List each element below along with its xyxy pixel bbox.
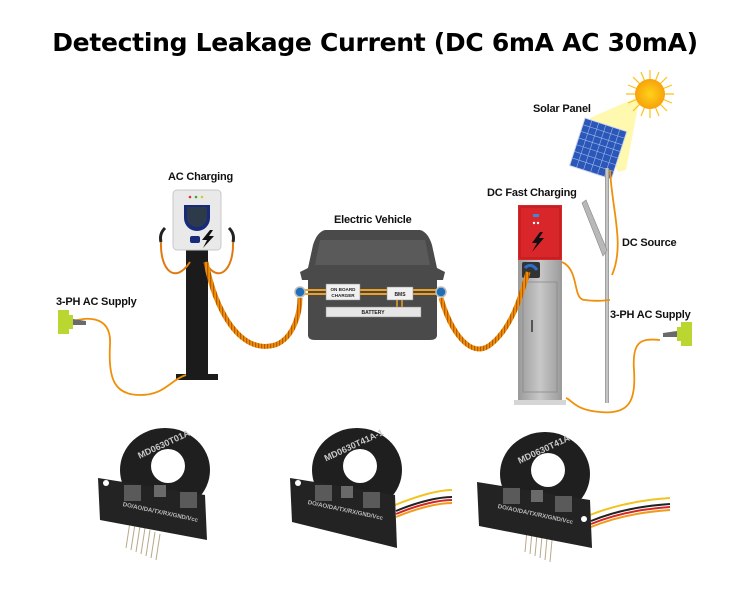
plug-icon-left bbox=[58, 310, 86, 334]
dc-source-label: DC Source bbox=[622, 237, 677, 249]
sensor-md0630t41a-1: DO/AO/DA/TX/RX/GND/Vcc MD0630T41A-1 bbox=[290, 427, 453, 548]
on-board-charger-label-1: ON BOARD bbox=[330, 287, 356, 292]
ac-supply-cables bbox=[69, 317, 661, 414]
bms-label: BMS bbox=[394, 292, 406, 298]
plug-icon-right bbox=[663, 322, 692, 346]
ac-charging-label: AC Charging bbox=[168, 171, 234, 183]
ac-supply-left-label: 3-PH AC Supply bbox=[56, 296, 137, 308]
solar-panel-label: Solar Panel bbox=[533, 103, 591, 115]
electric-vehicle-icon: ON BOARD CHARGER BMS BATTERY bbox=[294, 230, 447, 340]
sensor-md0630t01a: DO/AO/DA/TX/RX/GND/Vcc MD0630T01A bbox=[98, 428, 210, 561]
street-light-pole bbox=[581, 168, 619, 403]
on-board-charger-label-2: CHARGER bbox=[331, 293, 355, 298]
battery-label: BATTERY bbox=[361, 310, 385, 316]
electric-vehicle-label: Electric Vehicle bbox=[334, 214, 412, 226]
dc-fast-charger-icon bbox=[514, 205, 566, 405]
charging-cables bbox=[159, 241, 611, 352]
dc-fast-charging-label: DC Fast Charging bbox=[487, 187, 577, 199]
ac-charger-icon bbox=[159, 189, 235, 380]
sensor-md0630t41a: DO/AO/DA/TX/RX/GND/Vcc MD0630T41A bbox=[477, 432, 671, 563]
ac-supply-right-label: 3-PH AC Supply bbox=[610, 309, 691, 321]
solar-panel-icon bbox=[568, 117, 628, 180]
diagram-title: Detecting Leakage Current (DC 6mA AC 30m… bbox=[52, 28, 698, 57]
